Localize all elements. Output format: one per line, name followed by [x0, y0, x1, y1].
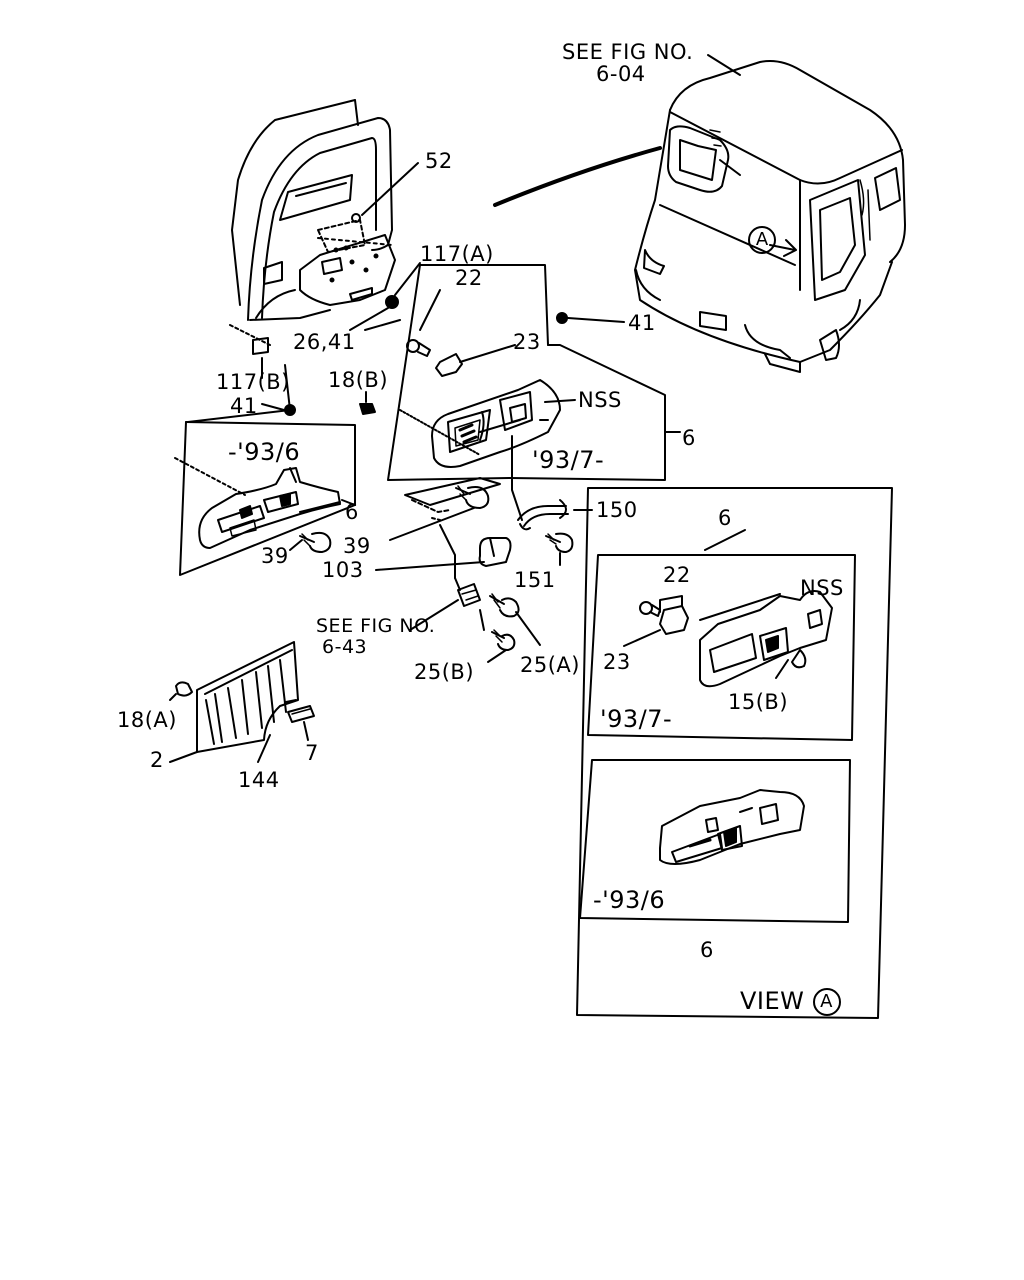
- viewa-label-22: 22: [663, 563, 691, 587]
- callout-A-letter: A: [748, 226, 776, 254]
- part-150-rod: [511, 435, 593, 531]
- parts-22-23-center: [406, 289, 516, 377]
- box-93-6-left: [174, 364, 356, 576]
- leader-144: [257, 734, 271, 763]
- part-7-cover: [287, 705, 315, 741]
- part-41-right-dot: [556, 312, 568, 324]
- leader-fig-6-04: [707, 54, 741, 76]
- label-103: 103: [322, 558, 364, 582]
- label-6-right: 6: [682, 426, 696, 450]
- view-a-title-text: VIEW: [740, 987, 805, 1015]
- part-26-41-dot: [385, 295, 399, 309]
- door-drawing: [229, 99, 396, 346]
- label-39-left: 39: [261, 544, 289, 568]
- label-39-center: 39: [343, 534, 371, 558]
- label-26-41: 26,41: [293, 330, 356, 354]
- label-nss: NSS: [578, 388, 622, 412]
- label-52: 52: [425, 149, 453, 173]
- dash-center-1: [439, 524, 456, 579]
- viewa-label-23: 23: [603, 650, 631, 674]
- part-39-screw-left: [289, 531, 332, 553]
- label-93-6-left: -'93/6: [228, 438, 301, 466]
- label-117a: 117(A): [420, 242, 494, 266]
- door-handle-center: [431, 379, 561, 468]
- leader-117a: [394, 262, 421, 296]
- label-2: 2: [150, 748, 164, 772]
- label-41-left: 41: [230, 394, 258, 418]
- door-handle-left: [198, 467, 341, 549]
- label-25b: 25(B): [414, 660, 475, 684]
- ref-fig-6-43-number: 6-43: [322, 636, 368, 658]
- part-39-screw-center: [389, 485, 490, 541]
- box-93-7: [364, 264, 666, 481]
- leader-nss-center: [544, 399, 576, 403]
- strip-to-cab: [493, 146, 662, 207]
- ref-fig-6-43-title: SEE FIG NO.: [316, 615, 436, 637]
- label-23: 23: [513, 330, 541, 354]
- view-a-frame: [576, 487, 893, 1019]
- label-41-right: 41: [628, 311, 656, 335]
- view-a-handle-93-7: [623, 590, 833, 688]
- view-a-handle-93-6: [659, 789, 805, 865]
- part-18b-clip: [359, 403, 376, 415]
- part-25a-screw: [489, 593, 541, 646]
- part-117b-shape: [252, 337, 269, 355]
- part-25b-screw: [479, 609, 516, 663]
- label-18a: 18(A): [117, 708, 177, 732]
- leader-41-left: [261, 403, 285, 411]
- part-clip-6-43: [409, 577, 481, 631]
- view-a-title-circle: A: [812, 988, 841, 1016]
- dash-center-2: [431, 517, 441, 521]
- viewa-label-nss: NSS: [800, 576, 844, 600]
- label-150: 150: [596, 498, 638, 522]
- label-144: 144: [238, 768, 280, 792]
- truck-cab-drawing: [634, 60, 906, 373]
- door-panel-2: [169, 641, 299, 763]
- leader-41-right: [567, 317, 625, 323]
- callout-A-badge: A: [748, 226, 776, 254]
- leader-26-41: [349, 307, 389, 331]
- viewa-label-15b: 15(B): [728, 690, 789, 714]
- label-117b: 117(B): [216, 370, 290, 394]
- part-41-left-dot: [284, 404, 296, 416]
- label-7: 7: [305, 741, 319, 765]
- viewa-label-6-top: 6: [718, 506, 732, 530]
- label-25a: 25(A): [520, 653, 580, 677]
- ref-fig-6-04-number: 6-04: [596, 62, 646, 86]
- label-22: 22: [455, 266, 483, 290]
- leader-6-left: [341, 499, 356, 506]
- ref-fig-6-04-title: SEE FIG NO.: [562, 40, 694, 64]
- part-18a-clip: [169, 681, 193, 701]
- label-93-7-center: '93/7-: [532, 446, 605, 474]
- part-151-screw: [545, 532, 574, 566]
- dash-under-handle: [411, 499, 451, 513]
- viewa-label-93-6: -'93/6: [593, 886, 666, 914]
- label-151: 151: [514, 568, 556, 592]
- viewa-label-93-7: '93/7-: [600, 705, 673, 733]
- viewa-label-6-bottom: 6: [700, 938, 714, 962]
- part-plate-under-handle: [404, 477, 501, 506]
- leader-52: [361, 162, 419, 216]
- label-18b: 18(B): [328, 368, 389, 392]
- part-103-cap: [375, 537, 512, 571]
- label-6-left: 6: [345, 500, 359, 524]
- view-a-title: VIEW A: [740, 988, 841, 1016]
- leader-144b: [285, 699, 297, 703]
